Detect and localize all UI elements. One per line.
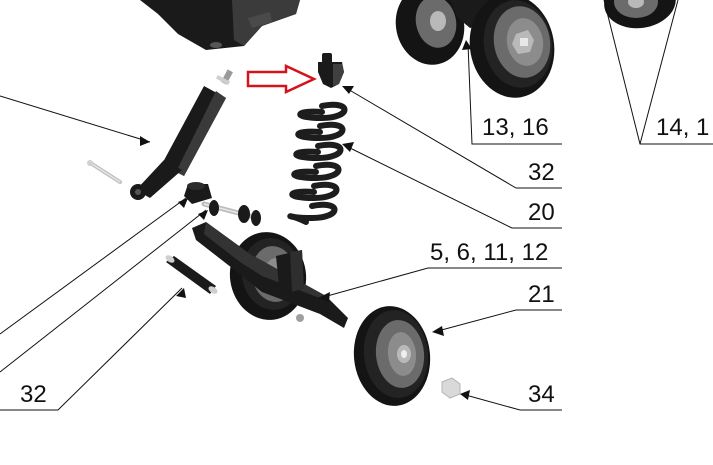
callout-13-16: 13, 16 (482, 114, 549, 141)
pin-part (165, 255, 218, 294)
callout-14-1: 14, 1 (656, 114, 709, 141)
housing-part (140, 0, 300, 50)
leader-lines (0, 0, 713, 411)
bolt-part (87, 160, 122, 184)
callout-labels: 13, 16 14, 1 32 20 5, 6, 11, 12 21 32 34 (20, 114, 709, 408)
wheel-part (353, 306, 431, 406)
callout-5-6-11-12: 5, 6, 11, 12 (430, 239, 548, 266)
coil-spring-part (287, 101, 348, 225)
callout-20: 20 (528, 199, 555, 226)
bump-stop-part (318, 53, 344, 88)
swing-arm-wheel-part (192, 222, 348, 328)
callout-32-upper: 32 (528, 159, 555, 186)
cap-part (441, 377, 461, 399)
caster-assembly-top (395, 0, 676, 98)
callout-21: 21 (528, 281, 555, 308)
callout-32-lower: 32 (20, 381, 47, 408)
highlight-arrow (246, 64, 317, 94)
bushing-part (184, 182, 261, 226)
shock-absorber-part (130, 69, 233, 200)
leader-arrowheads (140, 40, 472, 400)
callout-34: 34 (528, 381, 555, 408)
